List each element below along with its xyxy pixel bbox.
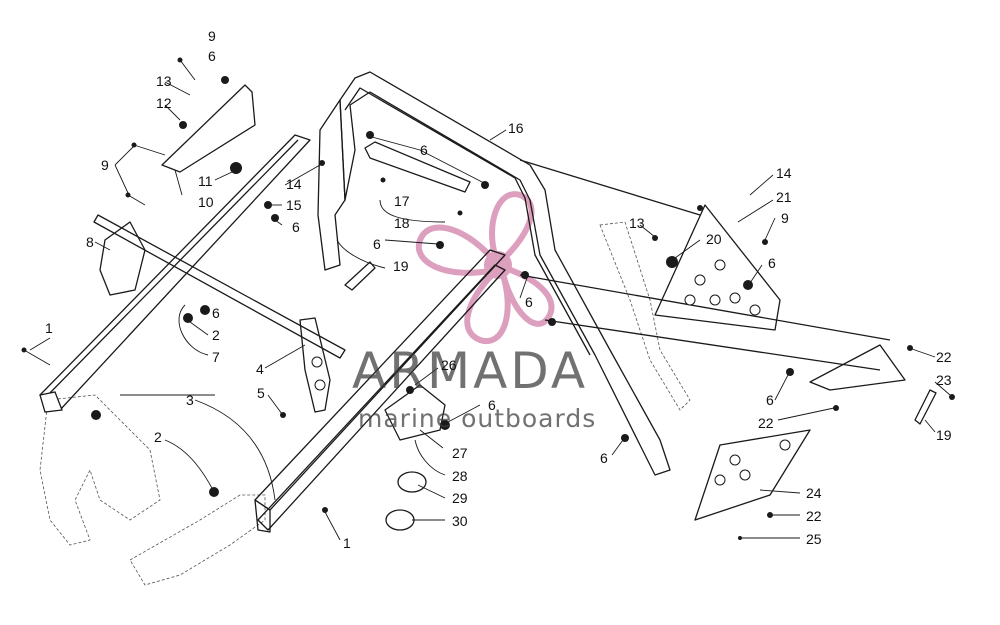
callout-4: 4 bbox=[256, 361, 264, 377]
callout-6: 6 bbox=[600, 450, 608, 466]
hardware bbox=[21, 57, 955, 540]
callout-6: 6 bbox=[766, 392, 774, 408]
callout-30: 30 bbox=[452, 513, 468, 529]
callout-16: 16 bbox=[508, 120, 524, 136]
callout-28: 28 bbox=[452, 468, 468, 484]
callout-22: 22 bbox=[936, 349, 952, 365]
callout-3: 3 bbox=[186, 392, 194, 408]
leader-lines bbox=[29, 81, 951, 541]
callout-6: 6 bbox=[373, 236, 381, 252]
frame-parts bbox=[39, 71, 937, 533]
callout-9: 9 bbox=[781, 210, 789, 226]
callout-11: 11 bbox=[198, 173, 213, 189]
callout-6: 6 bbox=[212, 305, 220, 321]
callout-22: 22 bbox=[806, 508, 822, 524]
callout-13: 13 bbox=[629, 215, 645, 231]
callout-2: 2 bbox=[212, 327, 220, 343]
callout-8: 8 bbox=[86, 234, 94, 250]
callout-10: 10 bbox=[198, 194, 214, 210]
callout-6: 6 bbox=[208, 48, 216, 64]
callout-14: 14 bbox=[776, 165, 792, 181]
callout-7: 7 bbox=[212, 349, 220, 365]
watermark-tagline: marine outboards bbox=[358, 404, 596, 433]
callout-23: 23 bbox=[936, 372, 952, 388]
watermark-brand: ARMADA bbox=[352, 342, 588, 400]
callout-5: 5 bbox=[257, 385, 265, 401]
callout-6: 6 bbox=[488, 397, 496, 413]
callout-15: 15 bbox=[286, 197, 302, 213]
armada-logo-icon bbox=[415, 191, 555, 345]
callout-14: 14 bbox=[286, 176, 302, 192]
callout-17: 17 bbox=[394, 193, 410, 209]
callout-6: 6 bbox=[768, 255, 776, 271]
callout-9: 9 bbox=[208, 28, 216, 44]
callout-26: 26 bbox=[441, 357, 457, 373]
callout-24: 24 bbox=[806, 485, 822, 501]
callout-1: 1 bbox=[45, 320, 53, 336]
callout-18: 18 bbox=[394, 215, 410, 231]
lower-chassis-outline bbox=[39, 221, 691, 586]
callout-6: 6 bbox=[420, 142, 428, 158]
callout-13: 13 bbox=[156, 73, 172, 89]
callout-19: 19 bbox=[393, 258, 409, 274]
callout-2: 2 bbox=[154, 429, 162, 445]
callout-labels: 9 6 13 12 9 11 10 14 15 6 8 6 2 7 1 3 2 … bbox=[45, 28, 952, 551]
callout-20: 20 bbox=[706, 231, 722, 247]
callout-12: 12 bbox=[156, 95, 172, 111]
callout-19: 19 bbox=[936, 427, 952, 443]
callout-6: 6 bbox=[292, 219, 300, 235]
callout-6: 6 bbox=[525, 294, 533, 310]
callout-21: 21 bbox=[776, 189, 792, 205]
callout-27: 27 bbox=[452, 445, 468, 461]
callout-29: 29 bbox=[452, 490, 468, 506]
callout-1: 1 bbox=[343, 535, 351, 551]
callout-22: 22 bbox=[758, 415, 774, 431]
callout-25: 25 bbox=[806, 531, 822, 547]
callout-9: 9 bbox=[101, 157, 109, 173]
